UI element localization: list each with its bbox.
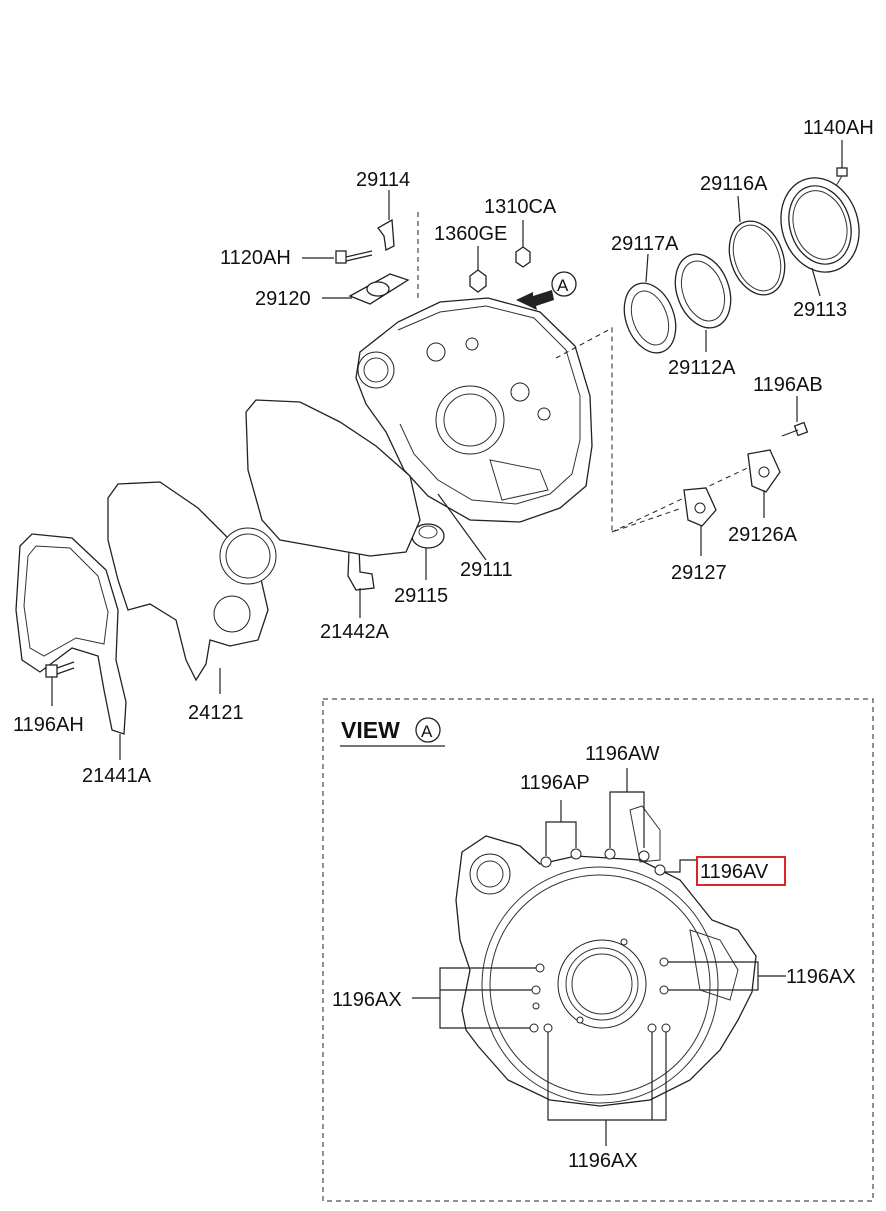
view-a-frame [322, 698, 874, 1202]
view-title-text: VIEW [341, 717, 400, 743]
view-marker-a: A [421, 722, 433, 741]
label-29116a[interactable]: 29116A [700, 173, 768, 195]
label-29120[interactable]: 29120 [255, 288, 311, 310]
gasket-29127 [683, 487, 717, 556]
label-29111[interactable]: 29111 [460, 559, 513, 581]
seal-29112a [674, 253, 732, 352]
highlight-1196av[interactable]: 1196AV [696, 856, 786, 886]
ring-29116a [728, 195, 786, 296]
label-1196aw[interactable]: 1196AW [585, 743, 660, 765]
label-1196ax-right[interactable]: 1196AX [786, 966, 856, 988]
label-21442a[interactable]: 21442A [320, 621, 390, 643]
seal-29117a [623, 253, 677, 354]
highlight-box [696, 856, 786, 886]
housing-rear-view [455, 805, 757, 1107]
label-29117a[interactable]: 29117A [611, 233, 679, 255]
label-29127[interactable]: 29127 [671, 562, 727, 584]
bolt-1196ab [781, 396, 809, 437]
label-1196ah[interactable]: 1196AH [13, 714, 84, 736]
label-1360ge[interactable]: 1360GE [434, 223, 507, 245]
bracket-29114 [377, 190, 395, 251]
view-a-arrow: A [516, 271, 577, 310]
seal-housing-29113 [780, 177, 860, 297]
label-1310ca[interactable]: 1310CA [484, 196, 557, 218]
plate-29126a [747, 449, 781, 518]
plug-29115 [411, 523, 445, 580]
arrow-marker-a: A [557, 276, 569, 295]
bolt-1140ah [835, 140, 848, 187]
label-29126a[interactable]: 29126A [728, 524, 798, 546]
label-21441a[interactable]: 21441A [82, 765, 152, 787]
view-a-title: VIEW A [340, 717, 445, 747]
front-cover-24121 [107, 399, 421, 694]
label-29112a[interactable]: 29112A [668, 357, 736, 379]
gasket-21441a [15, 533, 127, 760]
label-1196ax-left[interactable]: 1196AX [332, 989, 402, 1011]
label-29115[interactable]: 29115 [394, 585, 448, 607]
mount-29120 [322, 273, 410, 305]
bolt-1196ah [45, 661, 75, 706]
label-1196av[interactable]: 1196AV [700, 861, 769, 883]
callout-brackets [412, 768, 786, 1146]
label-29114[interactable]: 29114 [356, 169, 410, 191]
label-1196ab[interactable]: 1196AB [753, 374, 823, 396]
bolt-holes [529, 848, 671, 1033]
label-1140ah[interactable]: 1140AH [803, 117, 874, 139]
bolt-1120ah [302, 250, 373, 264]
nut-1310ca [515, 220, 531, 268]
label-1196ap[interactable]: 1196AP [520, 772, 590, 794]
label-1120ah[interactable]: 1120AH [220, 247, 291, 269]
label-24121[interactable]: 24121 [188, 702, 244, 724]
flywheel-housing-29111 [355, 297, 593, 561]
nut-1360ge [469, 246, 487, 293]
label-29113[interactable]: 29113 [793, 299, 847, 321]
label-1196ax-bottom[interactable]: 1196AX [568, 1150, 638, 1172]
